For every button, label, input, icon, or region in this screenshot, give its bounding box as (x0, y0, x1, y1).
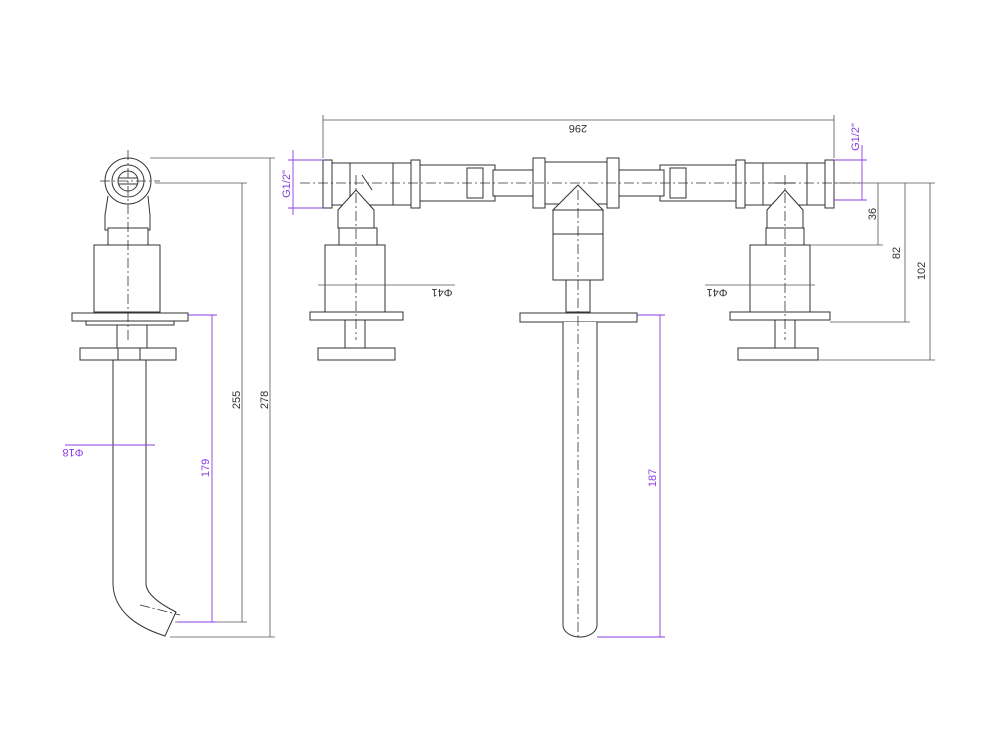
dim-187: 187 (647, 469, 659, 487)
side-view (71, 150, 189, 637)
dim-phi41-right: Φ41 (706, 286, 727, 298)
dim-82: 82 (891, 247, 903, 259)
dim-thread-right: G1/2" (850, 123, 862, 151)
dim-278: 278 (259, 391, 271, 409)
dim-phi41-left: Φ41 (431, 286, 452, 298)
dim-thread-left: G1/2" (281, 170, 293, 198)
front-dimensions (288, 115, 935, 638)
dim-102: 102 (916, 262, 928, 280)
dim-255: 255 (231, 391, 243, 409)
cold-indicator-icon (361, 174, 373, 191)
front-view (300, 157, 860, 640)
dim-36: 36 (867, 208, 879, 220)
dim-179: 179 (200, 459, 212, 477)
side-dimensions (65, 157, 275, 638)
dim-phi18: Φ18 (62, 446, 83, 458)
dim-296: 296 (569, 122, 587, 134)
